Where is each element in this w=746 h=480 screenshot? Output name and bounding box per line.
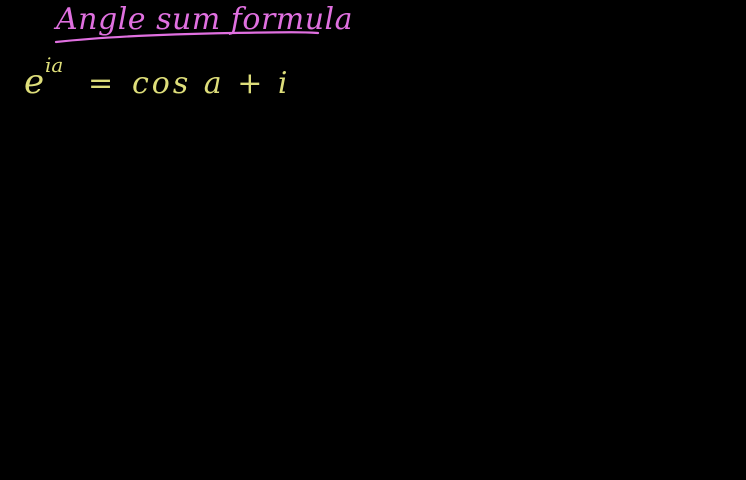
- title-underline: [54, 31, 320, 44]
- equation-rhs: cos a + i: [132, 66, 291, 101]
- equation-base: e: [24, 62, 45, 102]
- equals-sign: =: [88, 66, 114, 101]
- equation-exponent: ia: [45, 53, 64, 77]
- handwritten-title: Angle sum formula: [56, 2, 354, 37]
